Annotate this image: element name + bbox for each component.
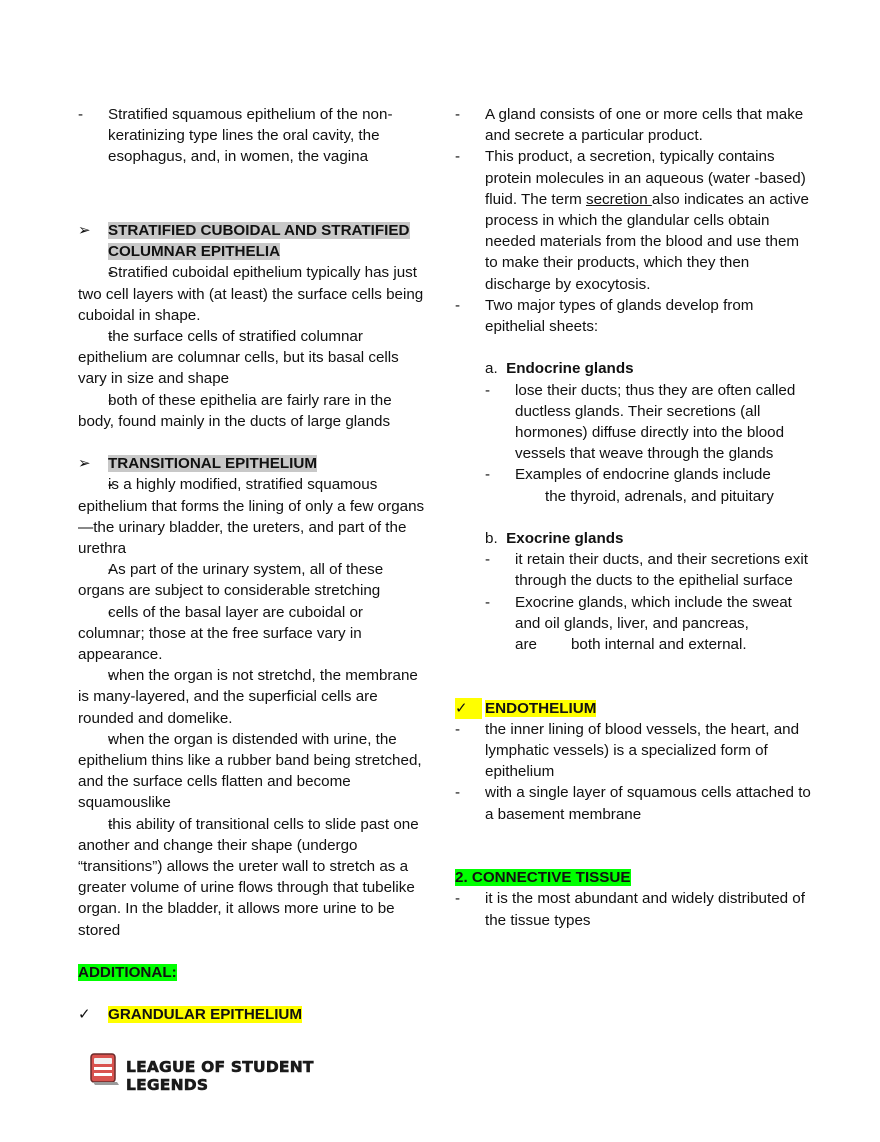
dash-bullet: - (108, 667, 114, 685)
paragraph: - Stratified squamous epithelium of the n… (78, 104, 426, 168)
dash-bullet: - (108, 730, 114, 748)
list-item-text: cells of the basal layer are cuboidal or… (78, 603, 363, 664)
heading-text: 2. CONNECTIVE TISSUE (455, 869, 631, 887)
heading-text: TRANSITIONAL EPITHELIUM (108, 455, 317, 473)
list-item: -when the organ is not stretchd, the mem… (78, 665, 426, 729)
list-item: -this ability of transitional cells to s… (78, 814, 426, 941)
heading-connective-tissue: 2. CONNECTIVE TISSUE (455, 867, 815, 888)
list-item-text: with a single layer of squamous cells at… (485, 784, 811, 823)
additional-label: ADDITIONAL: (78, 964, 177, 982)
heading-endothelium: ✓ENDOTHELIUM (455, 697, 815, 719)
book-logo-icon (90, 1053, 119, 1085)
list-item-text: also indicates an active process in whic… (485, 190, 809, 293)
list-item-text: it retain their ducts, and their secreti… (515, 551, 808, 590)
footer-logo: LEAGUE OF STUDENT LEGENDS (88, 1050, 348, 1094)
heading-stratified-cuboidal: ➢ STRATIFIED CUBOIDAL AND STRATIFIED COLUM… (78, 220, 426, 262)
subheading-text: Exocrine glands (506, 530, 624, 548)
list-item-text: this ability of transitional cells to sl… (78, 815, 419, 939)
subheading-label: b. (485, 530, 498, 548)
list-item: - the inner lining of blood vessels, the … (455, 719, 815, 783)
list-item-text: Examples of endocrine glands include (515, 466, 771, 484)
dash-bullet: - (485, 381, 491, 399)
paragraph-text: Stratified squamous epithelium of the no… (108, 106, 393, 166)
dash-bullet: - (108, 391, 114, 409)
subheading-exocrine: b. Exocrine glands (455, 528, 815, 549)
dash-bullet: - (455, 784, 461, 802)
dash-bullet: - (455, 148, 461, 166)
heading-glandular: ✓ GRANDULAR EPITHELIUM (78, 1004, 426, 1025)
additional-heading: ADDITIONAL: (78, 962, 426, 983)
list-item-text: it is the most abundant and widely distr… (485, 890, 805, 929)
left-column: - Stratified squamous epithelium of the n… (78, 104, 426, 1026)
list-item-text: both of these epithelia are fairly rare … (78, 391, 392, 430)
dash-bullet: - (455, 890, 461, 908)
list-item: - Exocrine glands, which include the swea… (455, 592, 815, 656)
subheading-label: a. (485, 360, 498, 378)
dash-bullet: - (78, 106, 84, 123)
arrow-bullet-icon: ➢ (78, 455, 91, 473)
dash-bullet: - (485, 551, 491, 569)
list-item: -both of these epithelia are fairly rare… (78, 390, 426, 432)
list-item-text: the thyroid, adrenals, and pituitary (545, 487, 774, 505)
heading-text: COLUMNAR EPITHELIA (108, 243, 281, 261)
dash-bullet: - (455, 720, 461, 738)
list-item-text: are (515, 636, 537, 654)
heading-transitional: ➢ TRANSITIONAL EPITHELIUM (78, 453, 426, 474)
list-item-text: A gland consists of one or more cells th… (485, 106, 804, 145)
list-item: -cells of the basal layer are cuboidal o… (78, 602, 426, 666)
right-column: - A gland consists of one or more cells t… (455, 104, 815, 931)
subheading-endocrine: a. Endocrine glands (455, 358, 815, 379)
subheading-text: Endocrine glands (506, 360, 634, 378)
list-item: -Stratified cuboidal epithelium typicall… (78, 262, 426, 326)
list-item-text: the inner lining of blood vessels, the h… (485, 720, 800, 781)
list-item-text: when the organ is distended with urine, … (78, 730, 422, 812)
list-item-text: both internal and external. (570, 636, 747, 654)
list-item: - with a single layer of squamous cells a… (455, 782, 815, 824)
list-item-text: As part of the urinary system, all of th… (78, 561, 384, 600)
list-item-text: Stratified cuboidal epithelium typically… (78, 264, 424, 324)
dash-bullet: - (108, 476, 114, 494)
list-item-text: Exocrine glands, which include the sweat… (515, 593, 792, 632)
checkmark-icon: ✓ (455, 697, 482, 719)
dash-bullet: - (108, 561, 114, 579)
underlined-term: secretion (586, 190, 652, 208)
checkmark-icon: ✓ (78, 1006, 91, 1024)
list-item: -is a highly modified, stratified squamo… (78, 474, 426, 559)
dash-bullet: - (108, 264, 114, 282)
arrow-bullet-icon: ➢ (78, 222, 91, 239)
list-item: - lose their ducts; thus they are often c… (455, 380, 815, 465)
list-item-text: when the organ is not stretchd, the memb… (78, 667, 418, 727)
logo-text: LEAGUE OF STUDENT LEGENDS (126, 1058, 314, 1095)
list-item: - This product, a secretion, typically co… (455, 146, 815, 294)
list-item-text: This product, a secretion, typically con… (485, 148, 806, 208)
list-item: - it is the most abundant and widely dist… (455, 888, 815, 930)
list-item: - it retain their ducts, and their secret… (455, 549, 815, 591)
list-item: - Two major types of glands develop from … (455, 295, 815, 337)
list-item: -As part of the urinary system, all of t… (78, 559, 426, 601)
list-item-text: lose their ducts; thus they are often ca… (515, 381, 796, 463)
list-item-text: is a highly modified, stratified squamou… (78, 476, 425, 558)
heading-text: ENDOTHELIUM (485, 699, 597, 717)
list-item: -the surface cells of stratified columna… (78, 326, 426, 390)
dash-bullet: - (455, 106, 461, 123)
heading-text: STRATIFIED CUBOIDAL AND STRATIFIED (108, 222, 410, 239)
list-item-text: the surface cells of stratified columnar… (78, 328, 399, 388)
heading-text: GRANDULAR EPITHELIUM (108, 1006, 303, 1024)
dash-bullet: - (108, 603, 114, 621)
dash-bullet: - (108, 328, 114, 346)
list-item: -when the organ is distended with urine,… (78, 729, 426, 814)
list-item-text: Two major types of glands develop from e… (485, 296, 754, 336)
list-item: - A gland consists of one or more cells t… (455, 104, 815, 146)
dash-bullet: - (455, 296, 461, 314)
dash-bullet: - (108, 815, 114, 833)
dash-bullet: - (485, 466, 491, 484)
list-item: - Examples of endocrine glands include the… (455, 464, 815, 506)
dash-bullet: - (485, 593, 491, 611)
